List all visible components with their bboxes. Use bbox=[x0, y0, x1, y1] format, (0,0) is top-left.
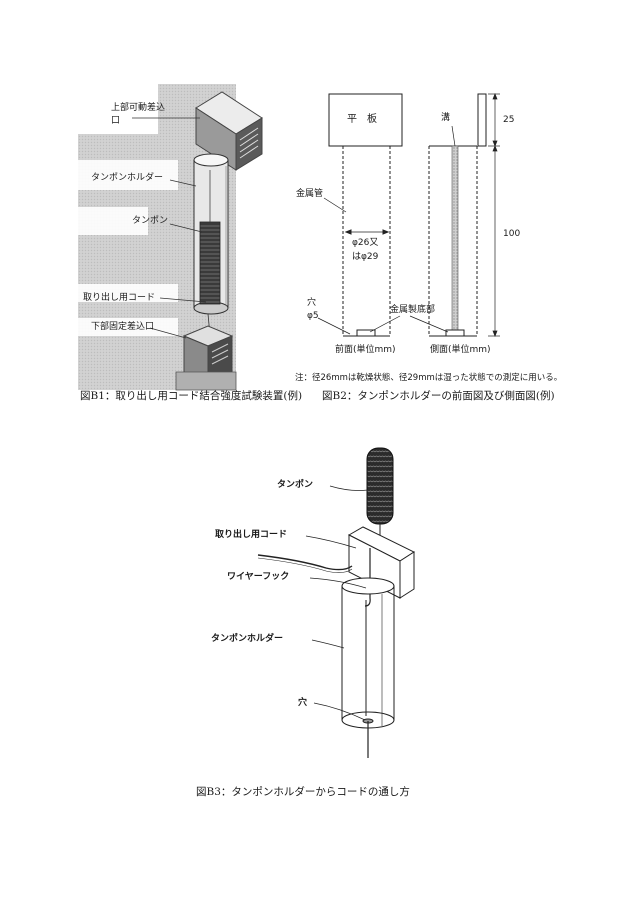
fig2-label-metal-tube: 金属管 bbox=[296, 189, 324, 199]
fig2-label-side: 側面(単位mm) bbox=[430, 345, 491, 355]
fig2-label-diameter-2: はφ29 bbox=[352, 252, 379, 262]
fig1-label-holder: タンポンホルダー bbox=[91, 173, 164, 183]
holder-cylinder-b3 bbox=[341, 577, 395, 758]
fig3-label-hook: ワイヤーフック bbox=[227, 572, 290, 582]
fig3-label-cord: 取り出し用コード bbox=[215, 530, 288, 540]
fig2-dim-main: 100 bbox=[503, 229, 521, 239]
holder-cylinder bbox=[193, 153, 229, 315]
fig2-label-groove: 溝 bbox=[441, 113, 451, 123]
metal-bottom-front bbox=[356, 329, 376, 337]
dimension-lines bbox=[488, 93, 500, 337]
fig2-note: 注：径26mmは乾燥状態、径29mmは湿った状態での測定に用いる。 bbox=[295, 373, 563, 383]
fig1-caption: 図B1：取り出し用コード結合強度試験装置(例) bbox=[80, 390, 303, 402]
fig3-label-tampon: タンポン bbox=[277, 480, 314, 490]
upper-slot-block bbox=[195, 91, 263, 171]
fig2-label-hole: 穴 bbox=[307, 298, 317, 308]
fig2-label-front: 前面(単位mm) bbox=[335, 345, 396, 355]
fig1-label-upper-slot-2: 口 bbox=[111, 116, 121, 126]
fig2-leader-lines bbox=[317, 125, 456, 335]
fig1-leader-lines bbox=[132, 117, 207, 339]
fig3-caption: 図B3：タンポンホルダーからコードの通し方 bbox=[196, 786, 410, 798]
fig2-label-hole-size: φ5 bbox=[307, 311, 319, 321]
fig1-label-lower-slot: 下部固定差込口 bbox=[91, 322, 155, 332]
fig1-label-cord: 取り出し用コード bbox=[83, 293, 156, 303]
fig2-dim-top: 25 bbox=[503, 115, 515, 125]
fig3-label-hole: 穴 bbox=[298, 698, 308, 708]
plate-front bbox=[328, 93, 403, 147]
fig1-label-tampon: タンポン bbox=[132, 216, 169, 226]
extraction-cord bbox=[257, 554, 353, 573]
fig2-caption: 図B2：タンポンホルダーの前面図及び側面図(例) bbox=[322, 390, 555, 402]
fig2-label-plate: 平 板 bbox=[347, 114, 377, 125]
lower-slot-block bbox=[175, 313, 237, 391]
fig3-leader-lines bbox=[305, 485, 369, 721]
fig2-label-diameter-1: φ26又 bbox=[352, 238, 379, 248]
wire-hook bbox=[364, 548, 371, 716]
fig2-label-metal-bottom: 金属製底部 bbox=[390, 305, 436, 315]
fig3-label-holder: タンポンホルダー bbox=[211, 634, 284, 644]
fig1-label-upper-slot: 上部可動差込 bbox=[111, 103, 166, 113]
